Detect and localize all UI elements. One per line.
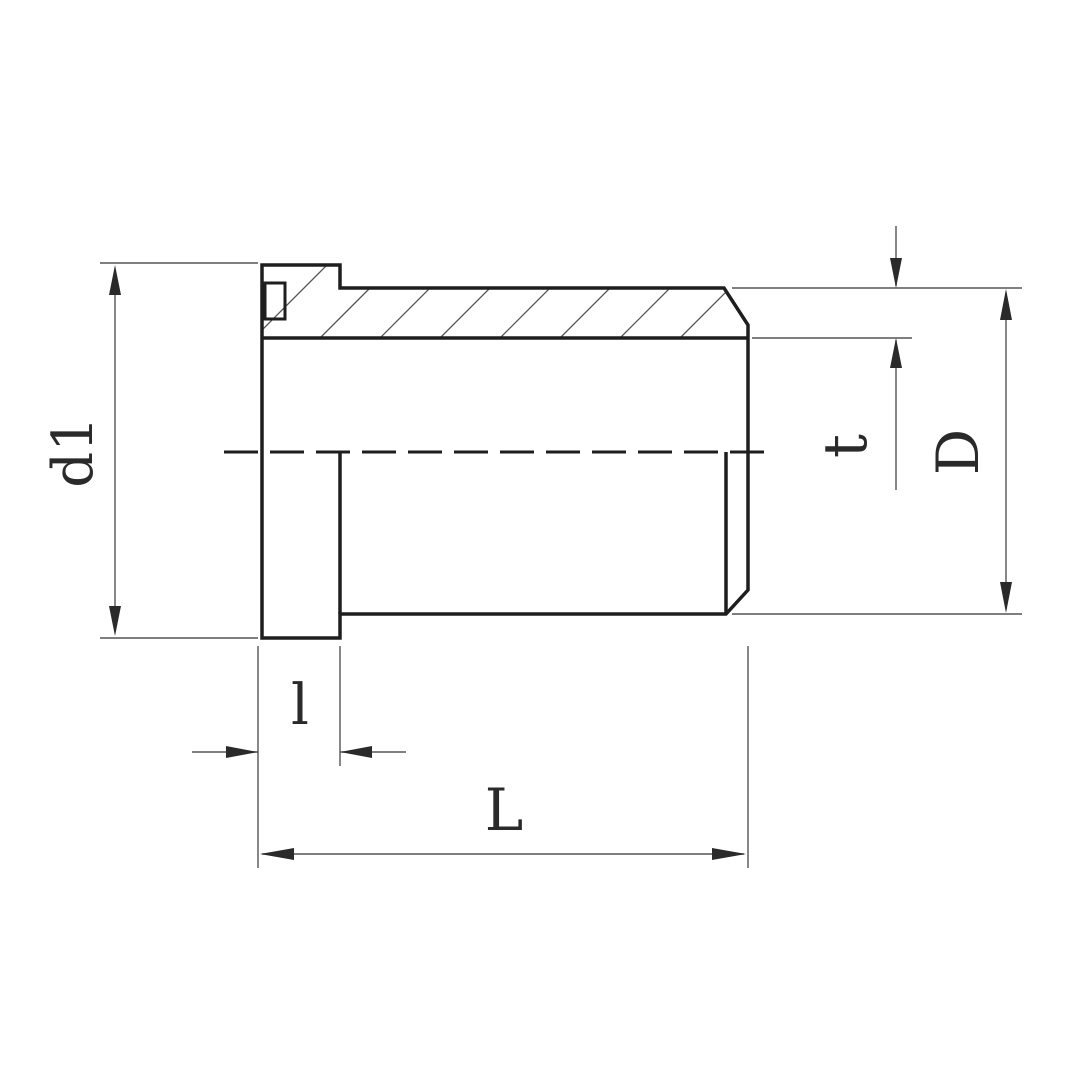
label-d1: d1 xyxy=(41,416,106,487)
extension-lines xyxy=(100,262,1022,868)
label-L: L xyxy=(485,776,524,844)
collar-groove xyxy=(263,281,287,321)
dimension-t xyxy=(890,226,902,490)
label-D: D xyxy=(924,429,992,476)
dimension-D xyxy=(1000,289,1012,613)
bushing-outline xyxy=(260,263,750,640)
label-l: l xyxy=(291,673,309,738)
dimension-l xyxy=(192,746,406,758)
outer-profile xyxy=(260,263,750,640)
hatch-section xyxy=(262,265,741,338)
dimension-d1 xyxy=(109,265,121,636)
label-t: t xyxy=(811,434,881,458)
dimension-L xyxy=(260,848,746,860)
